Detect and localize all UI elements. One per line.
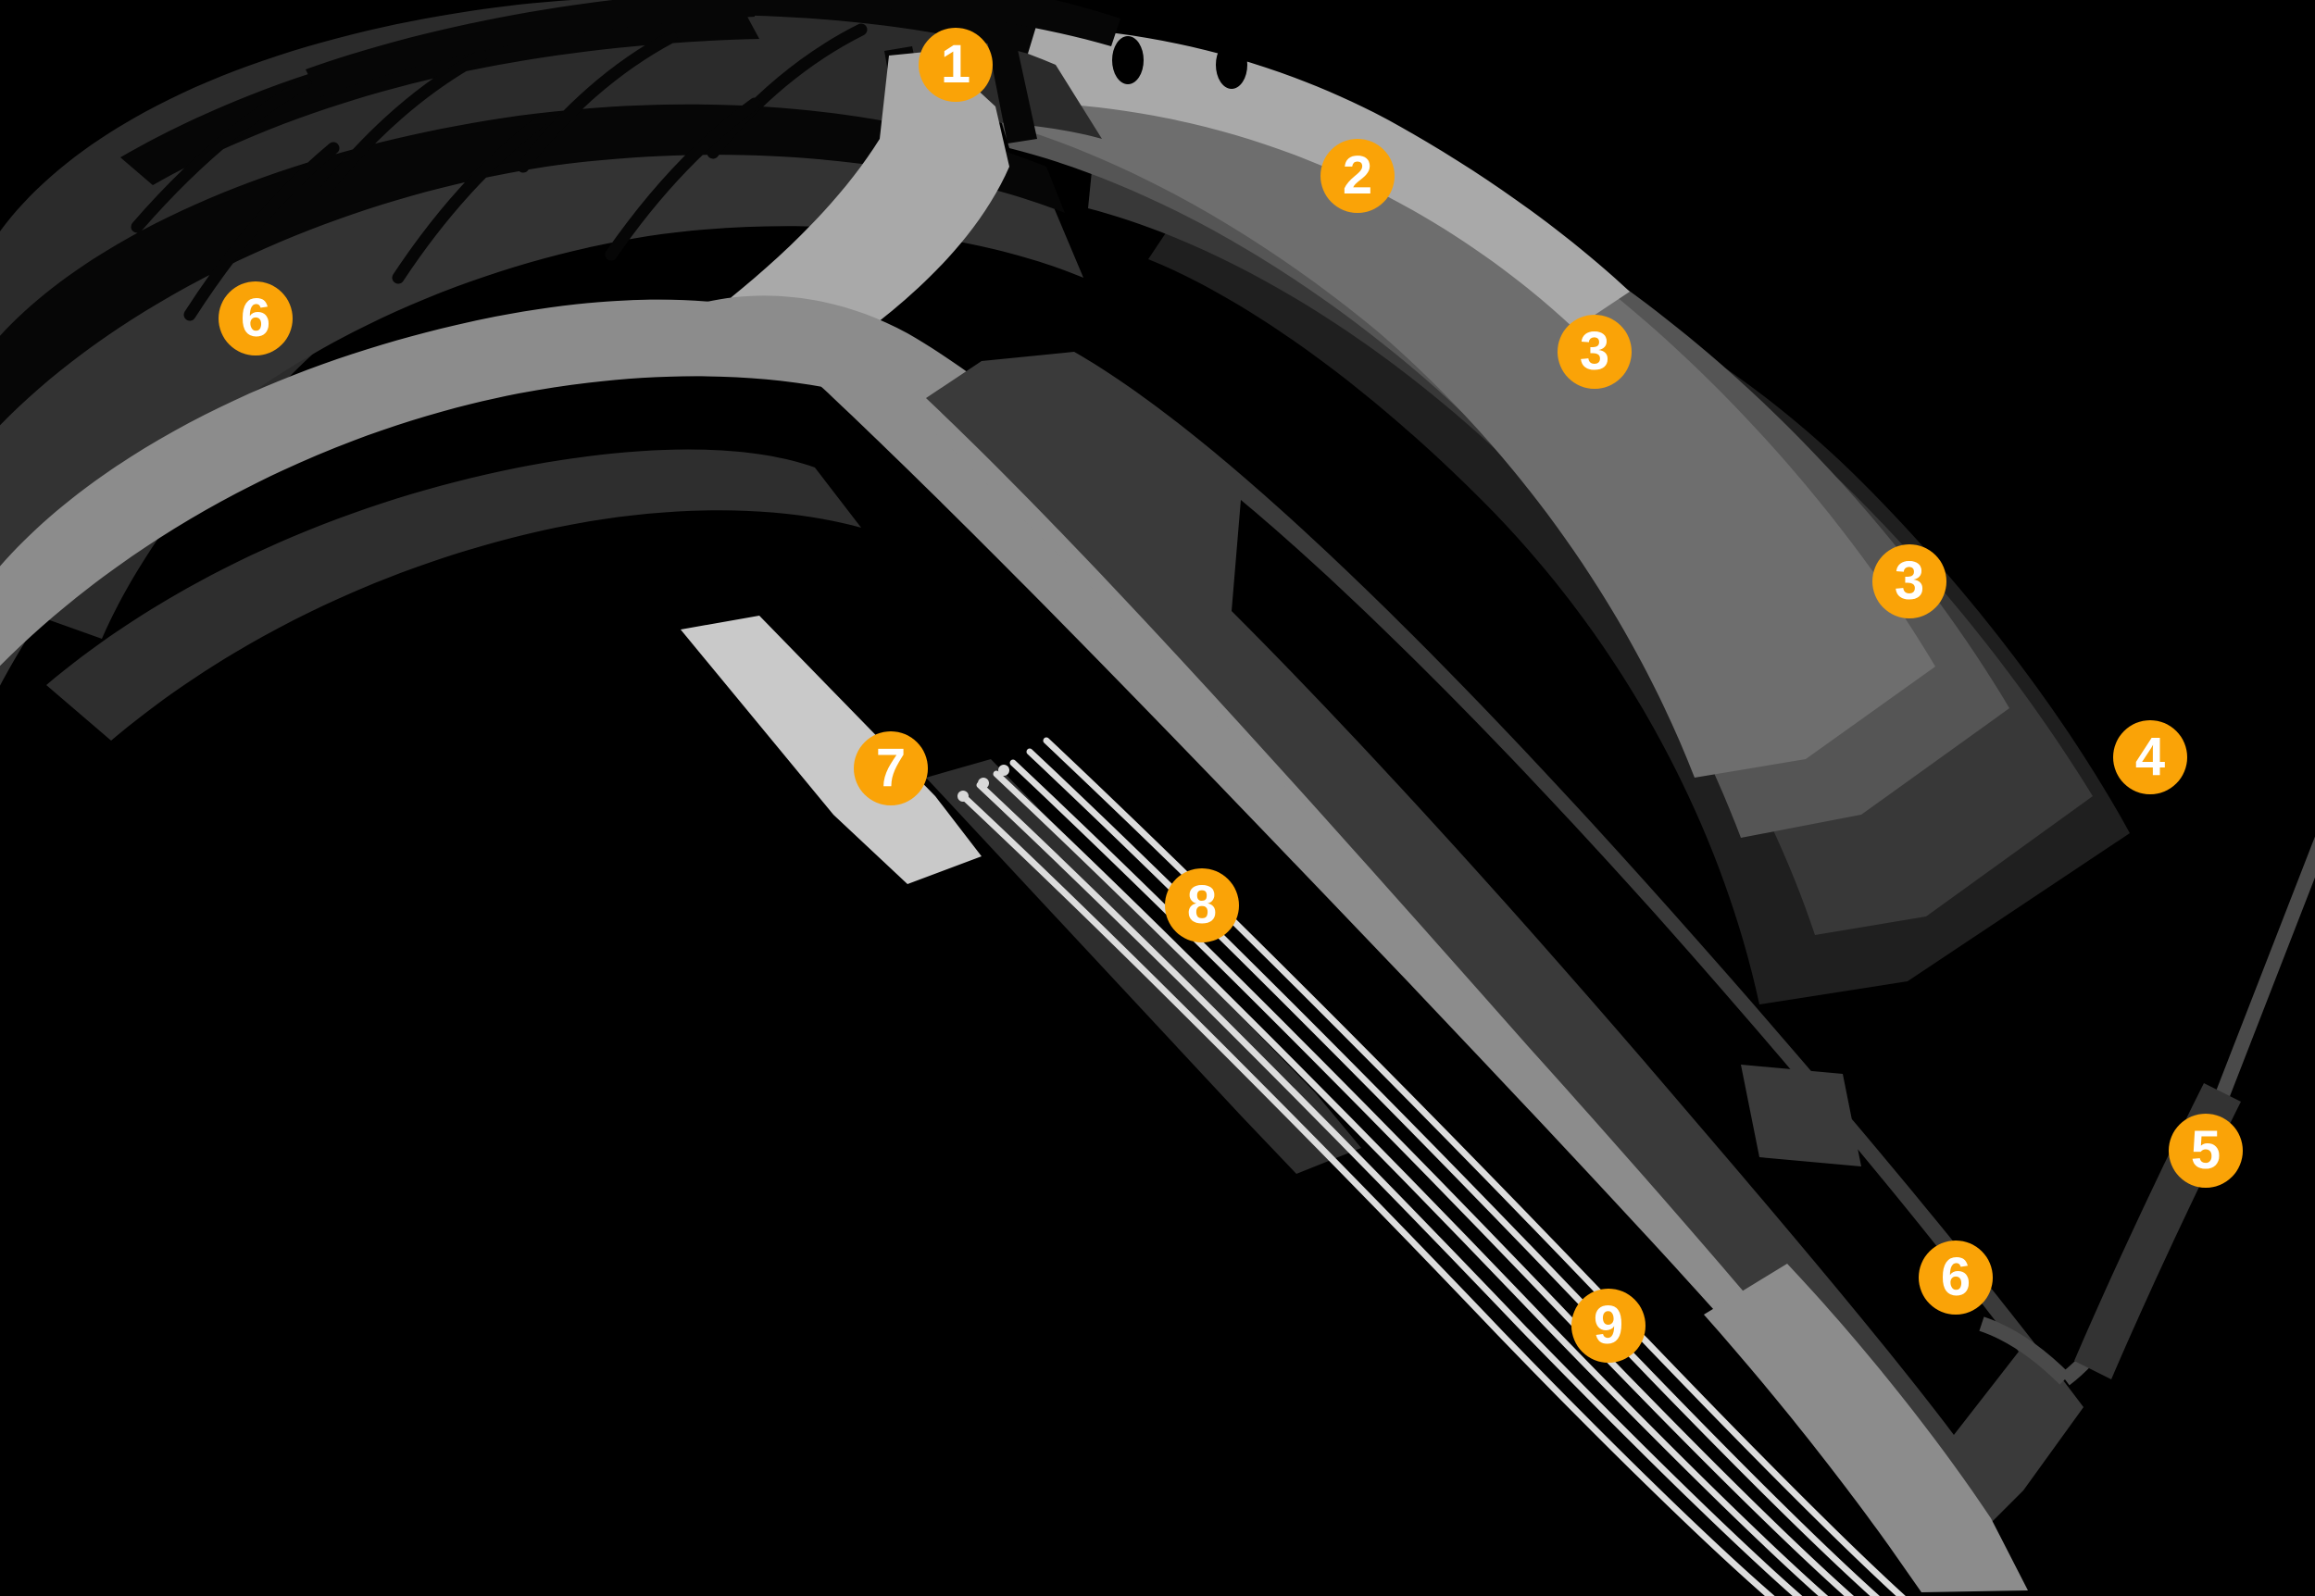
carcass-step-notch — [1741, 1065, 1861, 1166]
tread-block — [0, 0, 1102, 639]
tread-vent-notches — [1112, 36, 1247, 89]
carcass-shadow-band — [926, 352, 2084, 1541]
tread-cap-band — [926, 67, 1935, 779]
tread-callout[interactable]: 1 — [919, 28, 993, 102]
callout-number: 1 — [940, 34, 971, 94]
carcass-upper-wedge — [0, 299, 926, 667]
steel-belt-lower-callout[interactable]: 3 — [1872, 544, 1946, 618]
callout-number: 3 — [1579, 321, 1610, 381]
callout-number: 9 — [1593, 1295, 1624, 1355]
shoulder-callout[interactable]: 6 — [219, 281, 293, 355]
callout-number: 3 — [1894, 551, 1925, 611]
callout-number: 7 — [875, 738, 907, 798]
callout-number: 4 — [2134, 727, 2166, 787]
inner-void — [1232, 500, 2019, 1435]
sidewall-outline-lower — [1979, 1316, 2071, 1385]
callout-number: 2 — [1342, 145, 1373, 206]
body-ply-callout[interactable]: 8 — [1165, 868, 1239, 942]
inner-liner-callout[interactable]: 7 — [854, 731, 928, 805]
tread-shoulder-groove — [0, 104, 1065, 426]
callout-number: 6 — [240, 288, 271, 348]
sidewall-callout[interactable]: 4 — [2113, 720, 2187, 794]
bead-cord-callout[interactable]: 9 — [1571, 1289, 1646, 1363]
carcass-ply-callout[interactable]: 6 — [1919, 1241, 1993, 1315]
carcass-inner-dark — [46, 449, 861, 741]
tread-sipes — [131, 23, 965, 321]
tread-edge-chamfer — [685, 51, 1009, 366]
callout-number: 6 — [1940, 1247, 1971, 1307]
carcass-lower-tail — [1704, 1264, 2028, 1592]
bead-area-callout[interactable]: 5 — [2169, 1114, 2243, 1188]
belt-top-highlight — [977, 26, 1630, 329]
tread-grooves — [120, 0, 1120, 185]
callout-number: 5 — [2190, 1120, 2221, 1180]
cap-ply-callout[interactable]: 2 — [1320, 139, 1395, 213]
steel-belt-upper-callout[interactable]: 3 — [1558, 315, 1632, 389]
shoulder-band — [0, 128, 1083, 686]
callout-number: 8 — [1186, 875, 1218, 935]
bead-cord-origin-caps — [957, 765, 1009, 802]
inner-liner-patch — [681, 616, 982, 884]
